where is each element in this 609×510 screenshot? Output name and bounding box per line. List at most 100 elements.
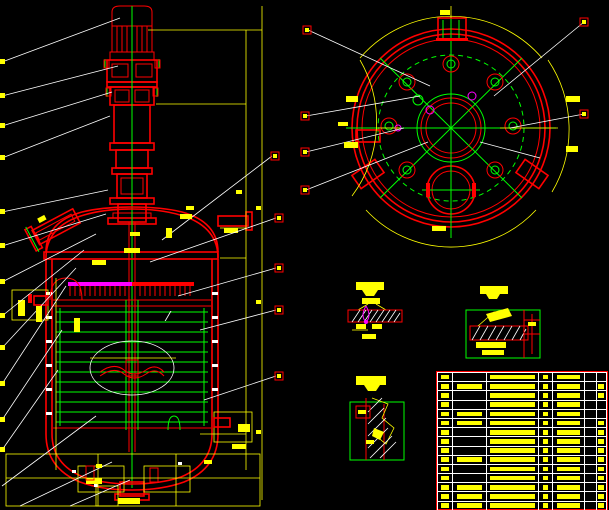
bom-cell-weight [584,473,597,484]
annotation-text-blocks [36,190,261,504]
bom-cell-mat [551,491,586,502]
detail-view-i [164,282,403,339]
detail-view-ii [465,286,541,359]
bom-row[interactable] [436,491,608,502]
bom-cell-no [436,390,454,401]
bom-cell-remark [595,445,608,456]
bom-cell-no [436,463,454,475]
bom-cell-weight [584,463,597,475]
bom-row[interactable] [436,482,608,493]
bom-cell-text [557,429,580,435]
bom-cell-text [557,485,580,490]
bom-cell-text [490,503,536,509]
bom-cell-text [441,448,449,453]
bom-row[interactable] [436,371,608,383]
bom-cell-code [452,390,487,401]
bom-cell-name [485,390,540,401]
detail-view-iii [349,376,405,461]
bom-cell-text [441,503,449,509]
bom-cell-qty [538,463,553,475]
bom-cell-text [490,429,536,435]
bom-cell-text [490,402,536,407]
bom-cell-no [436,473,454,484]
bom-cell-text [557,439,580,444]
bom-cell-weight [584,417,597,429]
bom-cell-text [441,429,449,435]
bom-row[interactable] [436,381,608,392]
bom-cell-name [485,399,540,410]
bom-cell-code [452,371,487,383]
bom-cell-name [485,427,540,438]
bom-cell-text [543,475,549,481]
bom-cell-no [436,500,454,510]
bom-cell-weight [584,445,597,456]
bom-row[interactable] [436,500,608,510]
bom-cell-weight [584,371,597,383]
right-leader-lines [149,155,277,401]
bom-row[interactable] [436,445,608,456]
bom-cell-name [485,445,540,456]
bom-cell-text [456,457,483,463]
bom-cell-name [485,408,540,419]
bom-row[interactable] [436,473,608,484]
baffle-spray-header [68,282,194,296]
bom-cell-text [441,402,449,407]
bom-cell-code [452,399,487,410]
bom-cell-qty [538,482,553,493]
bom-cell-text [557,374,580,380]
bom-cell-mat [551,399,586,410]
bom-cell-text [543,466,549,472]
bom-row[interactable] [436,390,608,401]
bom-cell-text [543,503,549,509]
bom-cell-remark [595,491,608,502]
bom-cell-remark [595,500,608,510]
bom-cell-text [598,494,605,499]
bom-cell-weight [584,436,597,447]
bom-cell-text [490,411,536,417]
bom-row[interactable] [436,427,608,438]
bom-cell-qty [538,381,553,392]
bom-row[interactable] [436,454,608,465]
bom-cell-text [598,466,605,472]
bom-cell-text [557,448,580,453]
bom-cell-qty [538,371,553,383]
bom-cell-code [452,473,487,484]
bom-cell-name [485,473,540,484]
bill-of-materials-table[interactable] [436,371,608,510]
bom-cell-mat [551,427,586,438]
bom-cell-code [452,381,487,392]
bom-cell-mat [551,390,586,401]
bom-row[interactable] [436,417,608,429]
bom-cell-text [490,383,536,389]
bom-cell-text [490,448,536,453]
bom-cell-name [485,500,540,510]
bom-row[interactable] [436,436,608,447]
bom-row[interactable] [436,463,608,475]
bom-cell-text [543,393,549,398]
bom-cell-name [485,371,540,383]
bom-cell-weight [584,500,597,510]
bom-cell-text [557,411,580,417]
bom-cell-remark [595,436,608,447]
bom-cell-text [557,393,580,398]
bom-cell-qty [538,454,553,465]
bom-cell-no [436,454,454,465]
bom-cell-code [452,427,487,438]
bom-cell-text [456,494,483,499]
bom-cell-qty [538,500,553,510]
dimension-frame [5,6,263,507]
bom-cell-text [441,485,449,490]
internal-heat-exchange-coil [56,300,208,430]
bom-row[interactable] [436,408,608,419]
bom-row[interactable] [436,399,608,410]
bom-cell-qty [538,445,553,456]
bom-cell-weight [584,408,597,419]
bom-cell-remark [595,454,608,465]
bom-cell-code [452,454,487,465]
bom-cell-name [485,436,540,447]
bom-cell-mat [551,381,586,392]
bom-cell-text [441,383,449,389]
top-plan-view [300,6,589,248]
bom-cell-no [436,417,454,429]
